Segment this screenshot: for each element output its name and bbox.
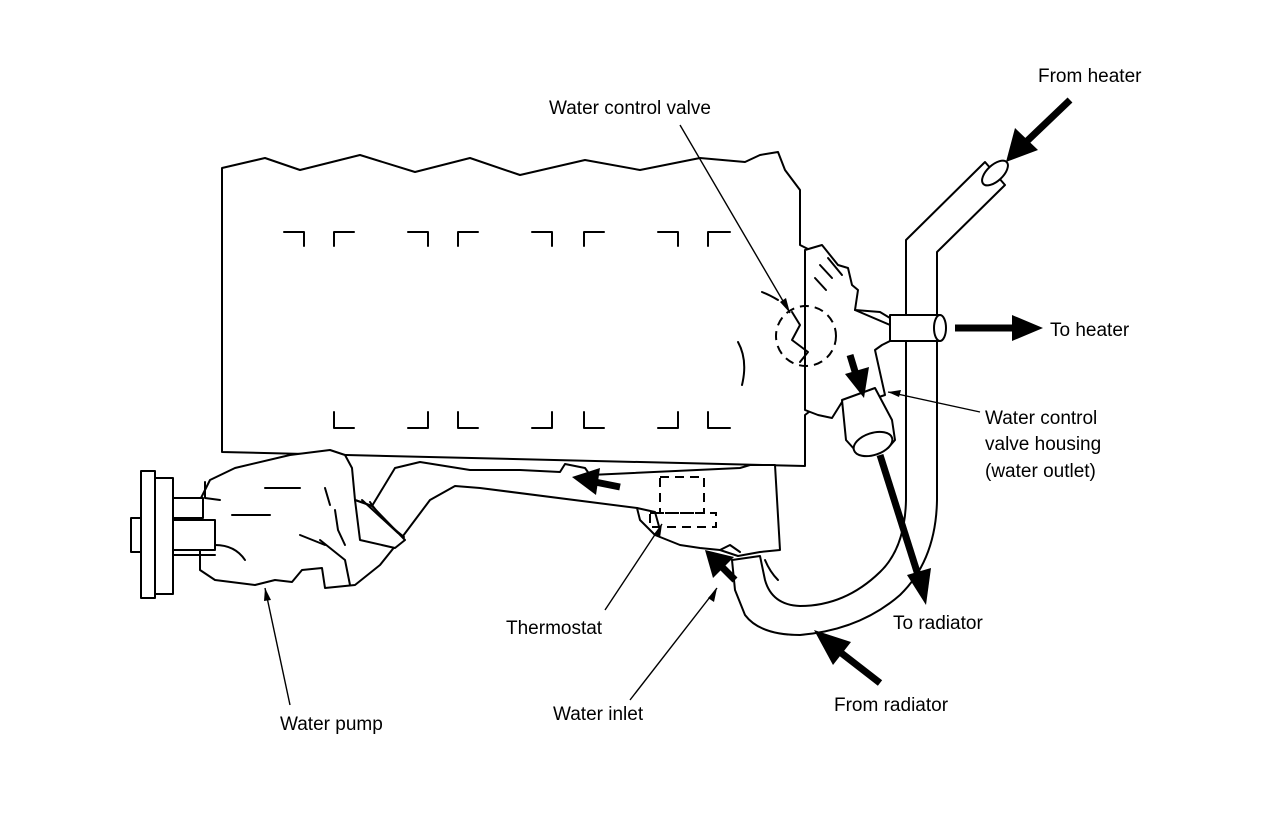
water-pump-pulley xyxy=(130,470,216,599)
engine-block xyxy=(221,151,827,467)
label-housing-line3: (water outlet) xyxy=(985,461,1096,482)
label-water-pump: Water pump xyxy=(280,714,383,735)
flow-arrow-from-heater xyxy=(1006,97,1073,162)
flow-arrow-manifold xyxy=(572,468,621,495)
flow-arrow-to-heater xyxy=(955,315,1043,341)
label-housing-line1: Water control xyxy=(985,408,1097,429)
label-to-radiator: To radiator xyxy=(893,613,983,634)
label-thermostat: Thermostat xyxy=(506,618,603,639)
leader-arrowheads xyxy=(264,298,901,602)
lower-water-housing xyxy=(199,449,781,589)
label-housing-line2: valve housing xyxy=(985,434,1101,455)
flow-arrow-from-radiator xyxy=(814,630,883,686)
flow-arrow-to-radiator xyxy=(876,453,931,605)
label-from-radiator: From radiator xyxy=(834,695,949,716)
leader-lines xyxy=(264,124,981,706)
flow-arrow-valve-down xyxy=(845,353,869,398)
thermostat-dashed-outline xyxy=(649,476,717,528)
heater-pipe xyxy=(731,159,1009,636)
cylinder-marks-top xyxy=(283,231,731,247)
label-to-heater: To heater xyxy=(1050,320,1130,341)
label-water-control-valve: Water control valve xyxy=(549,98,711,119)
water-control-valve-housing xyxy=(775,244,896,458)
label-from-heater: From heater xyxy=(1038,66,1142,87)
label-water-inlet: Water inlet xyxy=(553,704,644,725)
cylinder-marks-bottom xyxy=(333,411,731,429)
flow-arrow-water-inlet xyxy=(705,550,738,583)
